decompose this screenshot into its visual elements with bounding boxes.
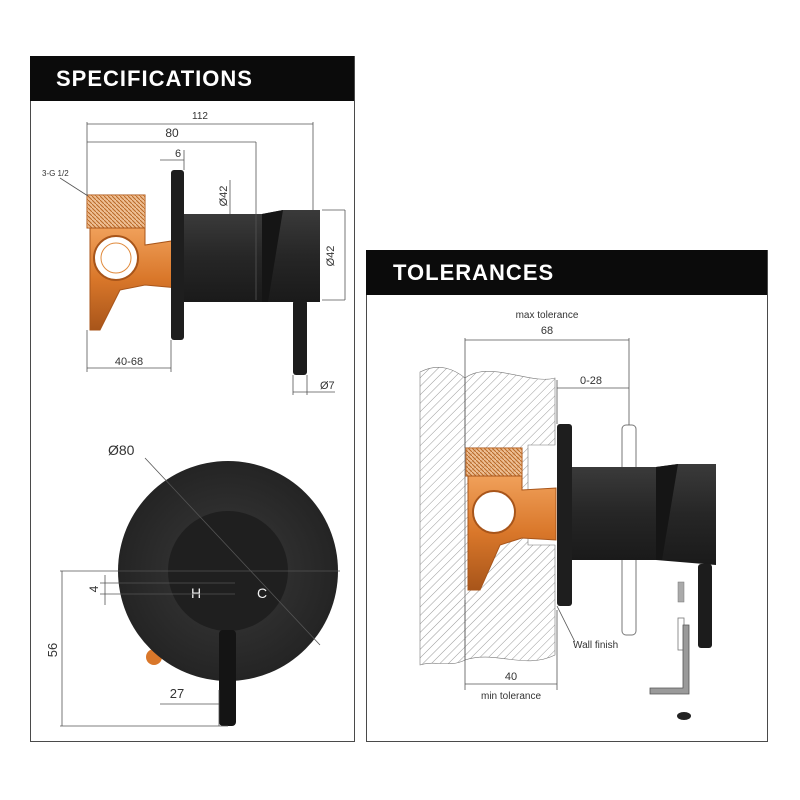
cover-plate-tol [557, 424, 572, 606]
specifications-header: SPECIFICATIONS [30, 56, 354, 101]
dim-body-dia-label: Ø42 [218, 186, 230, 207]
tolerance-view: max tolerance 68 0-28 Wall finish 40 min… [419, 310, 716, 720]
front-view: H C Ø80 4 56 27 [45, 442, 340, 727]
lever-front [219, 630, 236, 726]
max-tolerance-value: 68 [541, 325, 553, 337]
dim-lever-dia-label: Ø7 [320, 380, 335, 392]
wall-section-outer [419, 367, 466, 666]
dim-depth-label: 40-68 [115, 356, 143, 368]
min-tolerance-label: min tolerance [481, 691, 541, 702]
mixer-lever [293, 300, 307, 375]
specifications-title: SPECIFICATIONS [56, 65, 253, 91]
dim-handle-dia-label: Ø42 [325, 246, 337, 267]
dim-thread-label: 3-G 1/2 [42, 169, 69, 178]
cold-label: C [257, 585, 267, 601]
cover-plate [171, 170, 184, 340]
dim-offset-label: 4 [87, 585, 101, 592]
side-view: 112 80 6 3-G 1/2 Ø42 Ø42 40-68 Ø7 [42, 111, 346, 395]
tolerances-header: TOLERANCES [366, 250, 767, 295]
min-tolerance-value: 40 [505, 671, 517, 683]
max-tolerance-label: max tolerance [516, 310, 579, 321]
tolerances-title: TOLERANCES [393, 259, 555, 285]
copper-valve-body [86, 194, 179, 331]
dim-plate-dia-label: Ø80 [108, 442, 135, 458]
wall-finish-label: Wall finish [573, 640, 618, 651]
dim-body-label: 80 [165, 126, 179, 140]
dim-lever-offset-label: 27 [170, 686, 184, 701]
mixer-body [184, 214, 264, 302]
mixer-lever-tol [698, 564, 712, 648]
allen-key [649, 624, 690, 695]
grub-screw [677, 712, 691, 720]
hot-label: H [191, 585, 201, 601]
dim-overall-label: 112 [192, 111, 208, 122]
tolerance-range-label: 0-28 [580, 375, 602, 387]
mixer-body-tol [572, 467, 660, 560]
dim-height-label: 56 [45, 643, 60, 657]
dim-plate-label: 6 [175, 148, 181, 160]
